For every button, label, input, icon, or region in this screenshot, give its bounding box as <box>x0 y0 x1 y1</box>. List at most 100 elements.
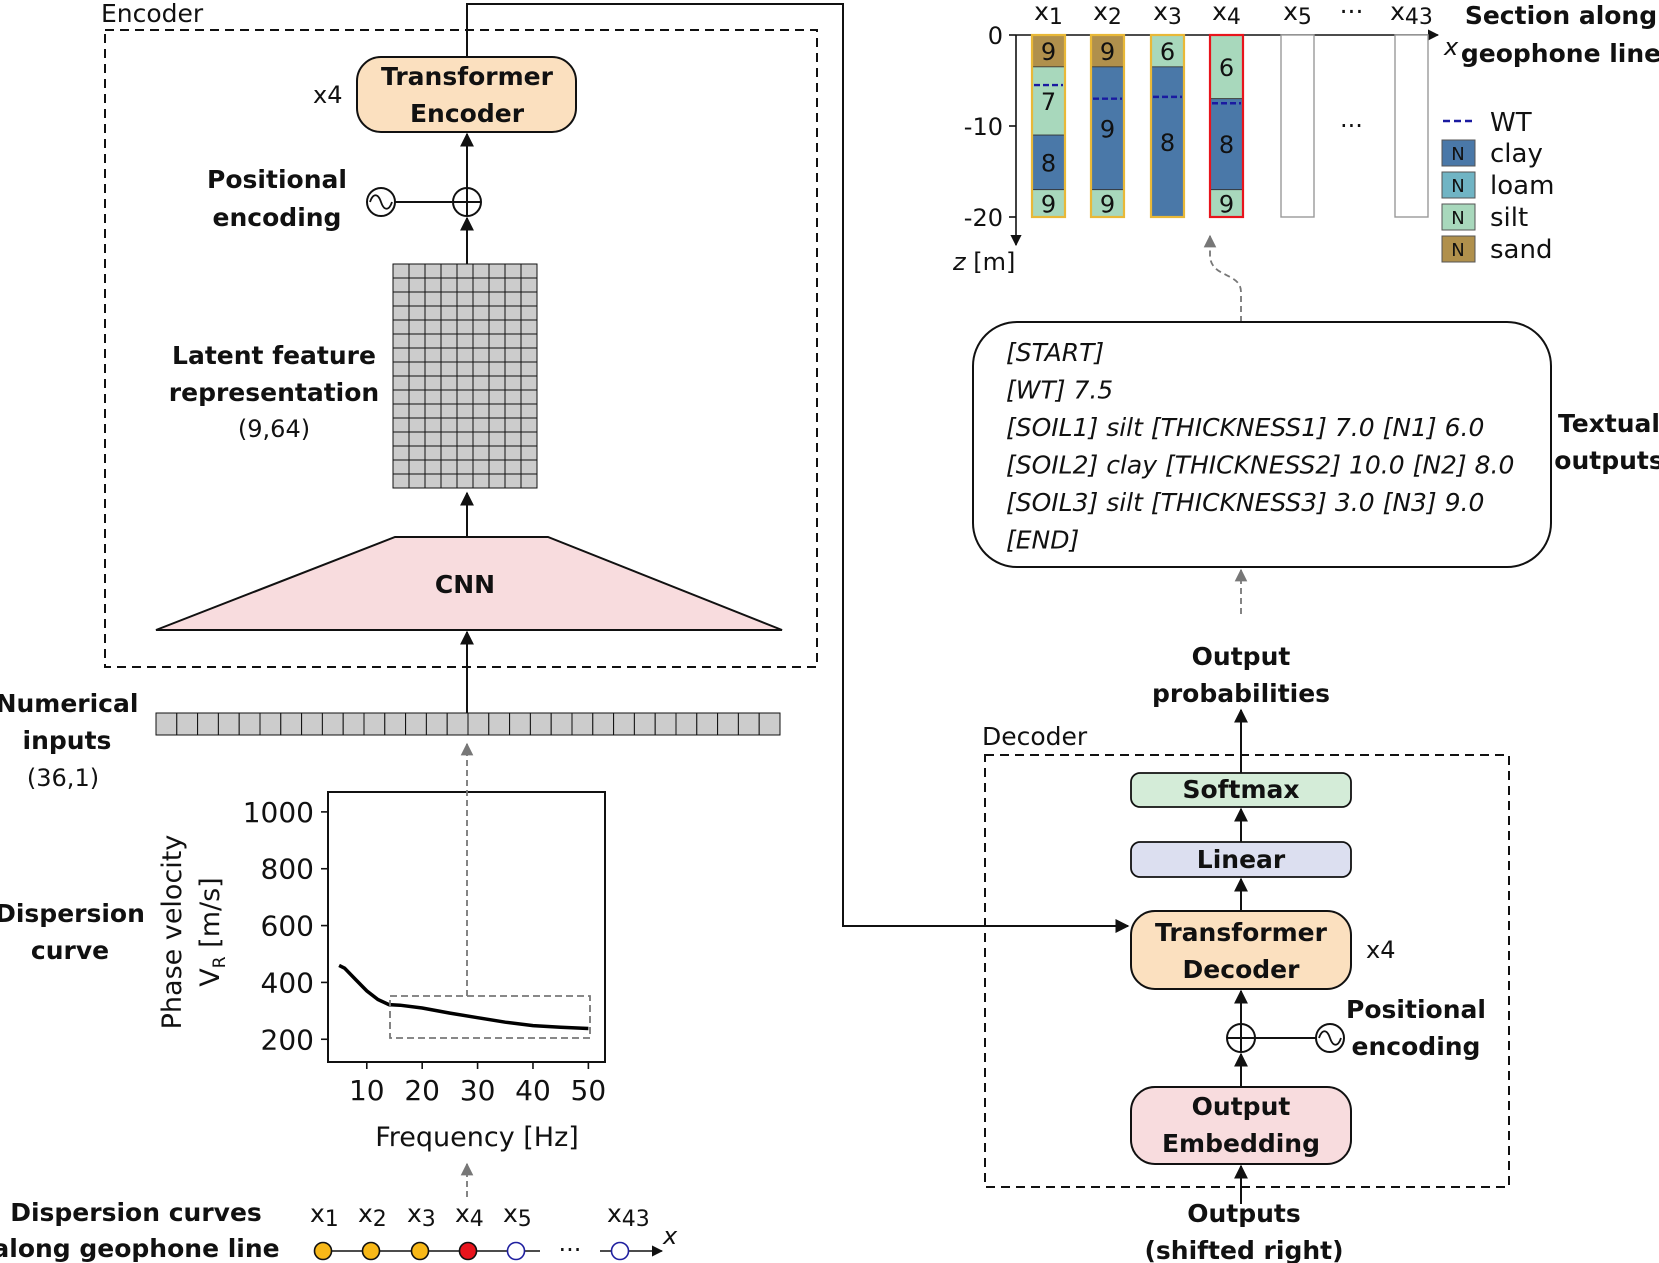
decoder-add-icon <box>1226 1023 1256 1053</box>
textual-output-label-1: Textual <box>1558 409 1659 438</box>
latent-cell <box>472 417 490 433</box>
latent-cell <box>424 473 442 489</box>
latent-cell <box>440 305 458 321</box>
section-column-label: x4 <box>1212 0 1241 30</box>
textual-output-label-2: outputs <box>1554 446 1659 475</box>
decoder-frame <box>984 754 1510 1188</box>
section-column-border <box>1149 33 1186 219</box>
soil-layer <box>1209 98 1244 191</box>
geophone-node <box>458 1241 478 1261</box>
latent-cell <box>456 417 474 433</box>
latent-cell <box>472 319 490 335</box>
curves-label-2: along geophone line <box>0 1234 280 1263</box>
input-cell <box>197 712 219 736</box>
soil-layer-n: 9 <box>1219 190 1234 218</box>
latent-cell <box>520 431 538 447</box>
plot-ylabel-1: Phase velocity <box>157 835 188 1030</box>
latent-cell <box>424 277 442 293</box>
soil-layer-n: 9 <box>1041 38 1056 66</box>
legend-badge: N <box>1451 176 1464 197</box>
linear-label: Linear <box>1197 845 1286 874</box>
section-column-label: ··· <box>1340 0 1364 26</box>
latent-cell <box>488 333 506 349</box>
outputs-label-2: (shifted right) <box>1144 1236 1343 1263</box>
geophone-label: x3 <box>407 1199 436 1232</box>
latent-label-1: Latent feature <box>172 341 376 370</box>
textual-output-box <box>972 321 1552 568</box>
latent-cell <box>488 431 506 447</box>
geophone-node <box>610 1241 630 1261</box>
geophone-node <box>313 1241 333 1261</box>
soil-layer <box>1209 189 1244 218</box>
latent-cell <box>424 347 442 363</box>
latent-cell <box>424 305 442 321</box>
input-cell <box>696 712 719 736</box>
section-column-label: x43 <box>1390 0 1433 30</box>
latent-cell <box>504 473 522 489</box>
textual-output-line: [WT] 7.5 <box>1006 376 1113 405</box>
latent-cell <box>424 361 442 377</box>
latent-cell <box>504 291 522 307</box>
input-cell <box>571 712 594 736</box>
latent-cell <box>424 459 442 475</box>
latent-cell <box>424 375 442 391</box>
transformer-decoder-box <box>1130 910 1352 990</box>
soil-layer <box>1031 66 1066 136</box>
y-tick-label: 400 <box>261 966 314 999</box>
output-probabilities-label-1: Output <box>1192 642 1291 671</box>
input-cell <box>280 712 303 736</box>
latent-cell <box>456 319 474 335</box>
encoder-add-icon <box>452 187 482 217</box>
soil-layer <box>1150 66 1185 218</box>
latent-cell <box>488 361 506 377</box>
numerical-shape: (36,1) <box>27 764 99 792</box>
soil-layer-n: 8 <box>1219 131 1234 159</box>
latent-cell <box>456 305 474 321</box>
encoder-positional-label-2: encoding <box>213 203 342 232</box>
y-tick-label: 800 <box>261 853 314 886</box>
latent-cell <box>440 277 458 293</box>
latent-cell <box>392 389 410 405</box>
geophone-label: x1 <box>310 1199 339 1232</box>
decoder-positional-label-2: encoding <box>1352 1032 1481 1061</box>
section-y-ticks: 0-10-20 <box>964 22 1016 232</box>
latent-cell <box>392 291 410 307</box>
section-column-label: x3 <box>1153 0 1182 30</box>
legend-badge: N <box>1451 240 1464 261</box>
latent-cell <box>440 459 458 475</box>
latent-shape: (9,64) <box>238 415 310 443</box>
latent-cell <box>408 459 426 475</box>
section-column-label: x5 <box>1283 0 1312 30</box>
transformer-encoder-label-1: Transformer <box>381 62 554 91</box>
latent-cell <box>504 361 522 377</box>
geophone-node <box>506 1241 526 1261</box>
output-embedding-label-2: Embedding <box>1162 1129 1320 1158</box>
latent-cell <box>520 263 538 279</box>
latent-cell <box>440 263 458 279</box>
latent-cell <box>520 417 538 433</box>
section-ellipsis: ··· <box>1340 112 1363 140</box>
soil-layer-n: 6 <box>1219 54 1234 82</box>
legend-label: loam <box>1490 171 1554 201</box>
soil-layer <box>1090 34 1125 68</box>
input-cell <box>384 712 407 736</box>
latent-cell <box>488 389 506 405</box>
latent-cell <box>472 445 490 461</box>
plot-ylabel-2: VR [m/s] <box>195 877 230 986</box>
soil-layer-n: 9 <box>1100 190 1115 218</box>
latent-cell <box>440 403 458 419</box>
latent-cell <box>424 445 442 461</box>
latent-cell <box>520 319 538 335</box>
geophone-axis-label: x <box>662 1222 678 1250</box>
latent-cell <box>488 291 506 307</box>
soil-layer <box>1090 189 1125 218</box>
cnn-trapezoid <box>155 536 783 631</box>
section-z-axis-label: z [m] <box>952 248 1015 276</box>
soil-layer-n: 6 <box>1160 38 1175 66</box>
legend-swatch <box>1441 235 1476 263</box>
latent-cell <box>488 417 506 433</box>
latent-cell <box>488 445 506 461</box>
decoder-sine-icon <box>1315 1023 1345 1053</box>
